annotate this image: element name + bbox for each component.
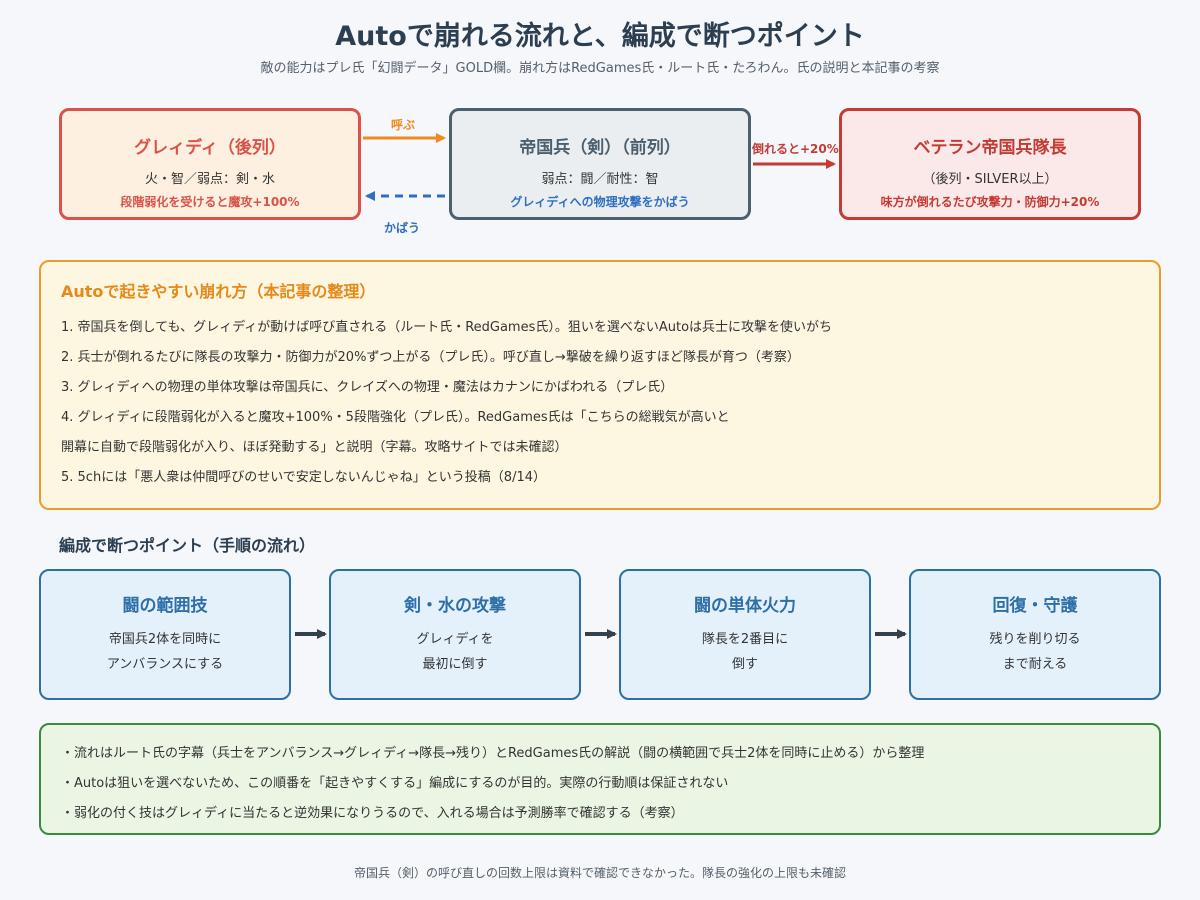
- step-title: 回復・守護: [992, 596, 1078, 616]
- node-attributes: 弱点：闘／耐性：智: [541, 172, 659, 187]
- notes-panel: ・流れはルート氏の字幕（兵士をアンバランス→グレィディ→隊長→残り）とRedGa…: [39, 723, 1161, 835]
- steps-title: 編成で断つポイント（手順の流れ）: [59, 536, 316, 555]
- step-desc: 残りを削り切る: [989, 632, 1081, 647]
- note-item: ・Autoは狙いを選べないため、この順番を「起きやすくする」編成にするのが目的。…: [61, 776, 729, 791]
- page-subtitle: 敵の能力はプレ氏「幻闘データ」GOLD欄。崩れ方はRedGames氏・ルート氏・…: [260, 61, 940, 76]
- node-captain: ベテラン帝国兵隊長 （後列・SILVER以上） 味方が倒れるたび攻撃力・防御力+…: [839, 108, 1141, 220]
- note-item: ・流れはルート氏の字幕（兵士をアンバランス→グレィディ→隊長→残り）とRedGa…: [61, 746, 925, 761]
- node-note: 味方が倒れるたび攻撃力・防御力+20%: [880, 195, 1100, 209]
- step-title: 剣・水の攻撃: [404, 596, 506, 616]
- node-greedy: グレィディ（後列） 火・智／弱点：剣・水 段階弱化を受けると魔攻+100%: [59, 108, 361, 220]
- list-item: 2. 兵士が倒れるたびに隊長の攻撃力・防御力が20%ずつ上がる（プレ氏）。呼び直…: [61, 350, 800, 365]
- node-title: 帝国兵（剣）（前列）: [519, 138, 681, 158]
- node-attributes: 火・智／弱点：剣・水: [144, 172, 275, 187]
- collapse-list: 1. 帝国兵を倒しても、グレィディが動けば呼び直される（ルート氏・RedGame…: [61, 317, 832, 497]
- page-title: Autoで崩れる流れと、編成で断つポイント: [335, 21, 865, 52]
- step-title: 闘の範囲技: [122, 596, 208, 616]
- panel-title: Autoで起きやすい崩れ方（本記事の整理）: [61, 282, 376, 301]
- list-item: 5. 5chには「悪人衆は仲間呼びのせいで安定しないんじゃね」という投稿（8/1…: [61, 470, 546, 485]
- list-item: 1. 帝国兵を倒しても、グレィディが動けば呼び直される（ルート氏・RedGame…: [61, 320, 833, 335]
- list-item: 開幕に自動で段階弱化が入り、ほぼ発動する」と説明（字幕。攻略サイトでは未確認）: [61, 440, 568, 455]
- step-desc: グレィディを: [416, 632, 494, 647]
- step-desc: アンバランスにする: [106, 657, 224, 672]
- step-desc: 倒す: [731, 657, 758, 672]
- node-note: 段階弱化を受けると魔攻+100%: [120, 195, 300, 209]
- node-attributes: （後列・SILVER以上）: [922, 172, 1058, 187]
- step-card: 回復・守護 残りを削り切る まで耐える: [909, 569, 1161, 700]
- step-desc: 隊長を2番目に: [701, 632, 789, 647]
- node-soldier: 帝国兵（剣）（前列） 弱点：闘／耐性：智 グレィディへの物理攻撃をかばう: [449, 108, 751, 220]
- fall-label: 倒れると+20%: [752, 142, 839, 156]
- note-item: ・弱化の付く技はグレィディに当たると逆効果になりうるので、入れる場合は予測勝率で…: [61, 806, 684, 821]
- step-card: 闘の範囲技 帝国兵2体を同時に アンバランスにする: [39, 569, 291, 700]
- call-label: 呼ぶ: [391, 118, 416, 132]
- step-desc: 最初に倒す: [422, 657, 488, 672]
- step-card: 闘の単体火力 隊長を2番目に 倒す: [619, 569, 871, 700]
- step-title: 闘の単体火力: [694, 596, 796, 616]
- step-desc: まで耐える: [1002, 657, 1068, 672]
- auto-collapse-panel: Autoで起きやすい崩れ方（本記事の整理） 1. 帝国兵を倒しても、グレィディが…: [39, 260, 1161, 510]
- node-title: グレィディ（後列）: [134, 138, 286, 158]
- step-desc: 帝国兵2体を同時に: [108, 632, 222, 647]
- step-card: 剣・水の攻撃 グレィディを 最初に倒す: [329, 569, 581, 700]
- list-item: 4. グレィディに段階弱化が入ると魔攻+100%・5段階強化（プレ氏）。RedG…: [61, 410, 730, 425]
- list-item: 3. グレィディへの物理の単体攻撃は帝国兵に、クレイズへの物理・魔法はカナンにか…: [61, 380, 674, 395]
- footer-note: 帝国兵（剣）の呼び直しの回数上限は資料で確認できなかった。隊長の強化の上限も未確…: [353, 866, 846, 880]
- node-title: ベテラン帝国兵隊長: [913, 138, 1067, 158]
- protect-label: かばう: [384, 221, 421, 235]
- node-note: グレィディへの物理攻撃をかばう: [510, 195, 690, 209]
